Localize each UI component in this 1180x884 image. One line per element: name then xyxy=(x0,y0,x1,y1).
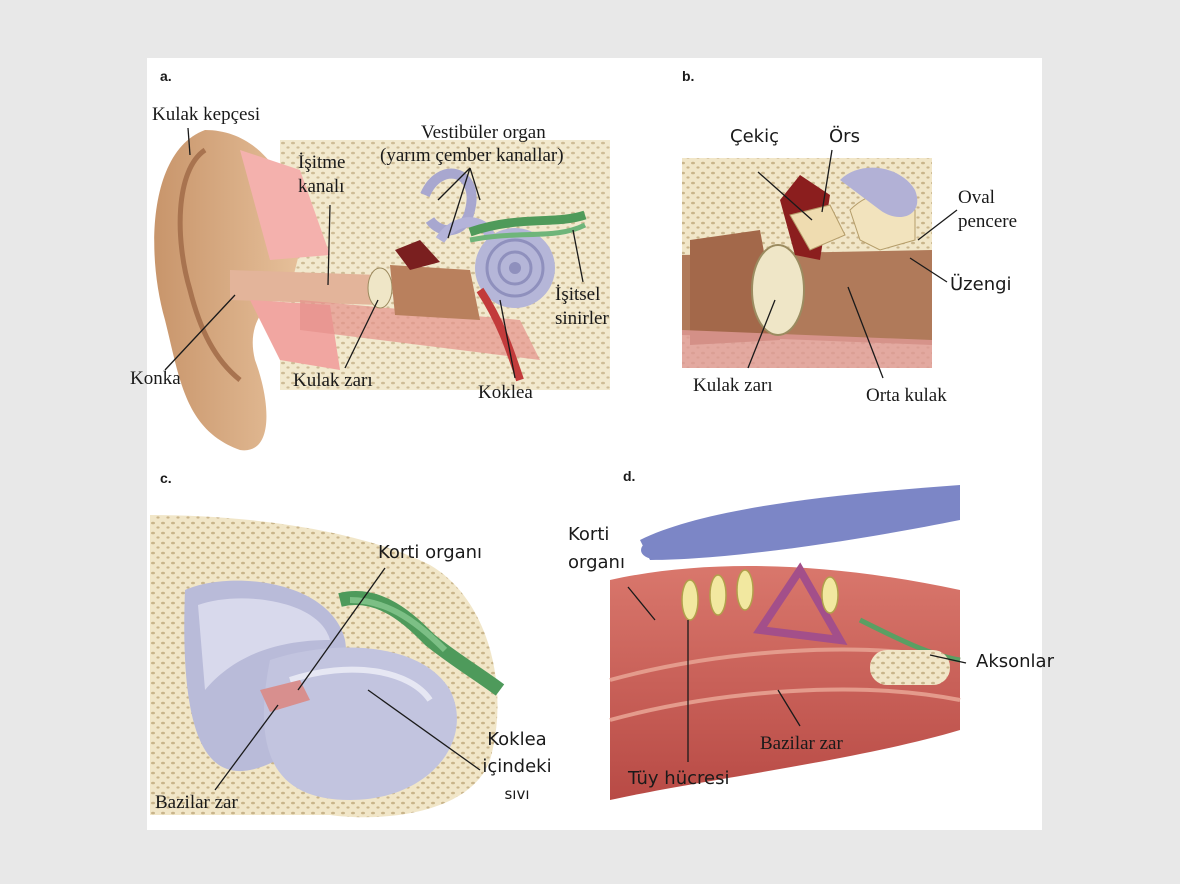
label-ors: Örs xyxy=(829,127,860,148)
label-kulak-kepcesi: Kulak kepçesi xyxy=(152,104,260,126)
label-isitsel-line1: İşitsel xyxy=(555,284,600,306)
panel-label-b: b. xyxy=(682,68,694,84)
label-bazilar-zar-d: Bazilar zar xyxy=(760,733,843,755)
label-kulak-zari-a: Kulak zarı xyxy=(293,370,373,392)
label-isitme-kanali-line2: kanalı xyxy=(298,176,344,198)
label-kulak-zari-b: Kulak zarı xyxy=(693,375,773,397)
label-vestibuler-line2: (yarım çember kanallar) xyxy=(380,145,564,167)
label-konka: Konka xyxy=(130,368,181,390)
label-korti-line2: organı xyxy=(568,553,625,574)
label-oval-line2: pencere xyxy=(958,211,1017,233)
label-vestibuler-line1: Vestibüler organ xyxy=(421,122,546,144)
label-korti-line1: Korti xyxy=(568,525,609,546)
label-isitsel-line2: sinirler xyxy=(555,308,609,330)
panel-label-a: a. xyxy=(160,68,172,84)
panel-a-illustration xyxy=(154,130,610,450)
label-bazilar-zar-c: Bazilar zar xyxy=(155,792,238,814)
label-korti-organi-c: Korti organı xyxy=(378,543,482,564)
panel-label-d: d. xyxy=(623,468,635,484)
label-cekic: Çekiç xyxy=(730,127,779,148)
panel-label-c: c. xyxy=(160,470,172,486)
panel-b-illustration xyxy=(682,158,932,368)
label-koklea-a: Koklea xyxy=(478,382,533,404)
label-uzengi: Üzengi xyxy=(950,275,1012,296)
label-koklea-line2: içindeki xyxy=(478,757,556,778)
label-oval-line1: Oval xyxy=(958,187,995,209)
label-koklea-line1: Koklea xyxy=(482,730,552,751)
label-tuy-hucresi: Tüy hücresi xyxy=(628,769,729,790)
label-orta-kulak: Orta kulak xyxy=(866,385,947,407)
label-koklea-line3: sıvı xyxy=(492,786,542,803)
label-aksonlar: Aksonlar xyxy=(976,652,1054,673)
label-isitme-kanali-line1: İşitme xyxy=(298,152,346,174)
